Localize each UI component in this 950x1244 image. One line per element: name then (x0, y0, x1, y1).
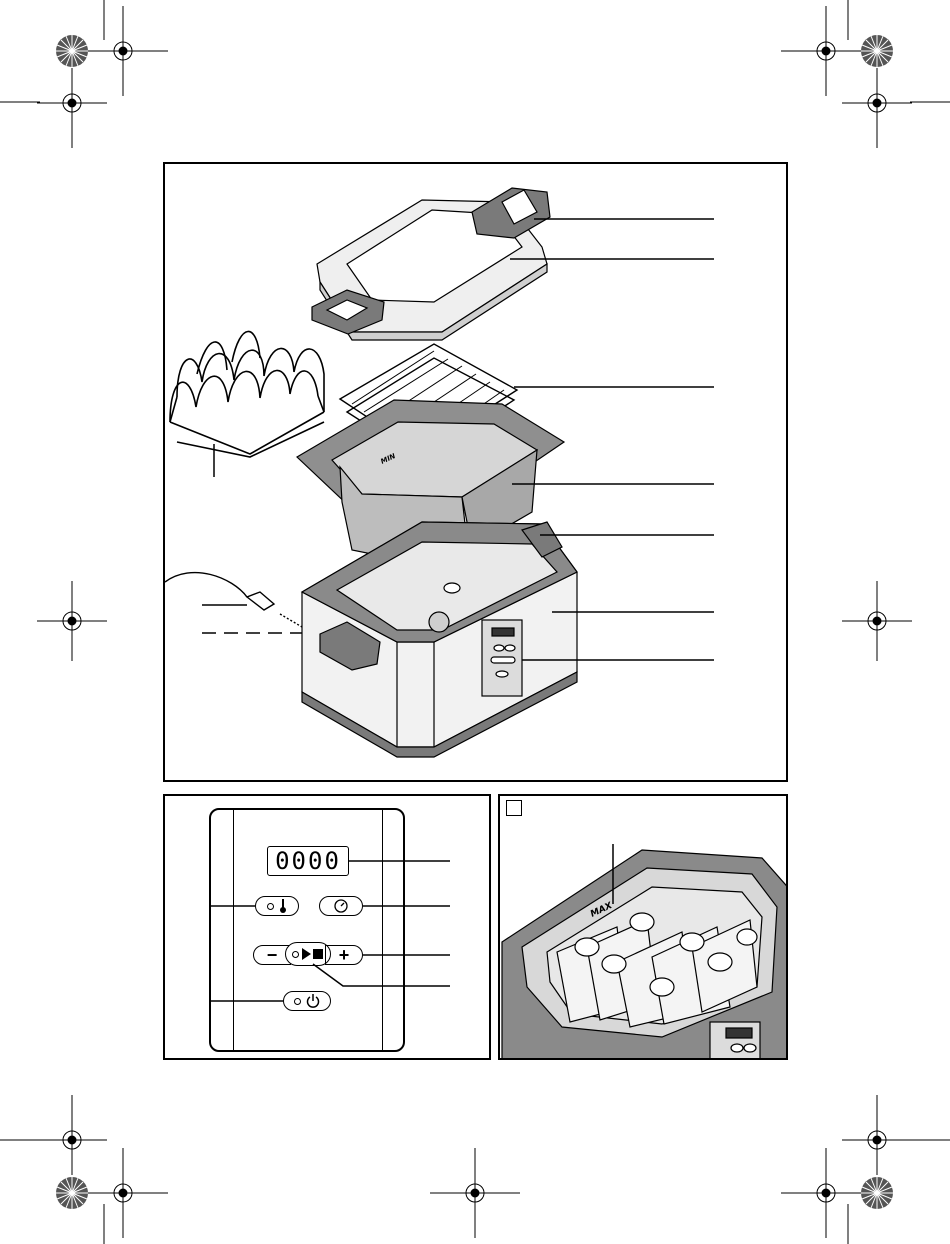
panel-leader-lines (165, 796, 489, 1058)
lid (312, 188, 550, 340)
stand-rack (170, 331, 324, 457)
housing (302, 522, 577, 757)
usage-drawing: MAX (500, 796, 786, 1058)
control-panel (482, 620, 522, 696)
usage-figure-frame: MAX (498, 794, 788, 1060)
control-panel-detail-frame: 0000 − + (163, 794, 491, 1060)
main-figure-frame: MIN (163, 162, 788, 782)
power-cord (165, 573, 302, 627)
exploded-view-drawing: MIN (165, 164, 790, 784)
